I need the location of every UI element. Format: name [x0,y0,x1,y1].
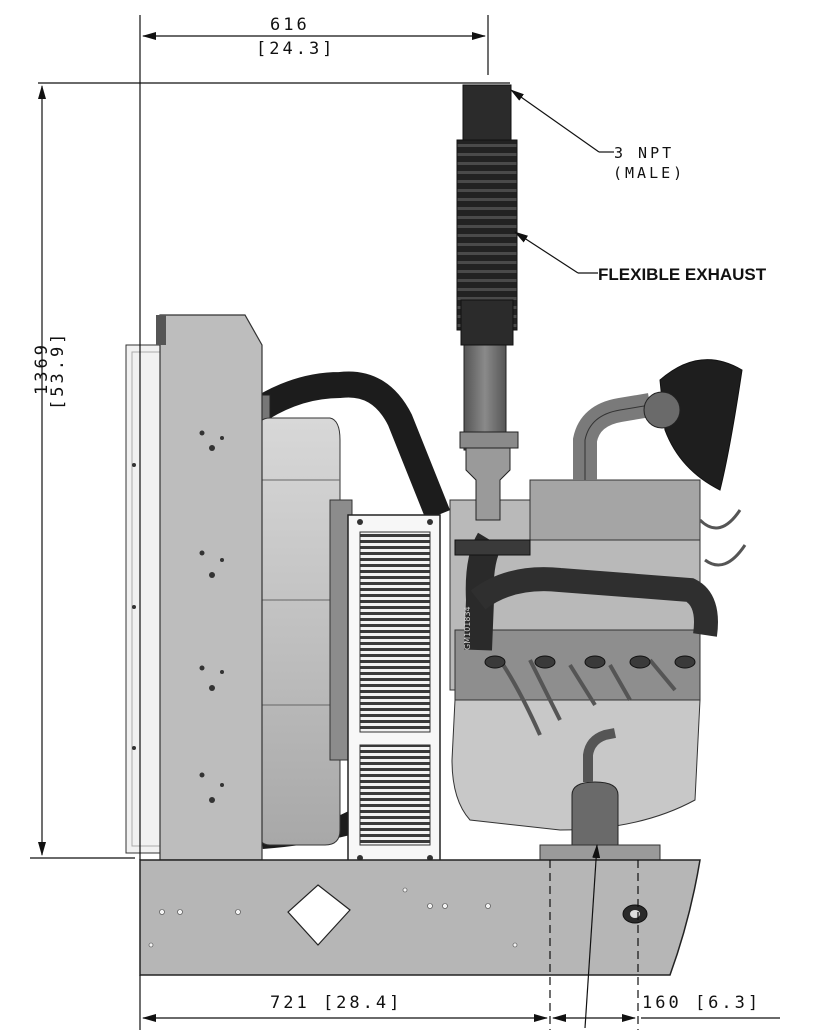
dimension-bottom: 721 [28.4] 160 [6.3] [139,844,780,1030]
flexible-exhaust-label: FLEXIBLE EXHAUST [598,265,767,284]
bottom-left-dim: 721 [28.4] [270,993,402,1013]
callout-flexible-exhaust: FLEXIBLE EXHAUST [514,231,767,284]
dimension-top-width: 616 [24.3] [139,15,489,860]
height-mm: 1369 [32,342,52,395]
npt-nipple [462,84,512,146]
lifting-hole [287,884,351,946]
npt-label: 3 NPT [614,144,674,162]
top-width-in: [24.3] [256,39,335,59]
exhaust-pipe [456,84,519,521]
top-width-mm: 616 [270,15,310,35]
height-in: [53.9] [48,331,68,410]
dimension-height: 1369 [53.9] [30,82,510,859]
engine-block [449,359,747,861]
exhaust-manifold: GM101834 [454,532,718,651]
radiator-core [257,417,353,846]
npt-sub-label: (MALE) [613,164,685,182]
callout-npt: 3 NPT (MALE) [510,89,685,182]
bottom-right-dim: 160 [6.3] [642,993,761,1013]
radiator-frame [125,314,263,861]
louvered-box [347,514,441,868]
manifold-marking: GM101834 [463,606,472,650]
base-frame [139,859,701,976]
